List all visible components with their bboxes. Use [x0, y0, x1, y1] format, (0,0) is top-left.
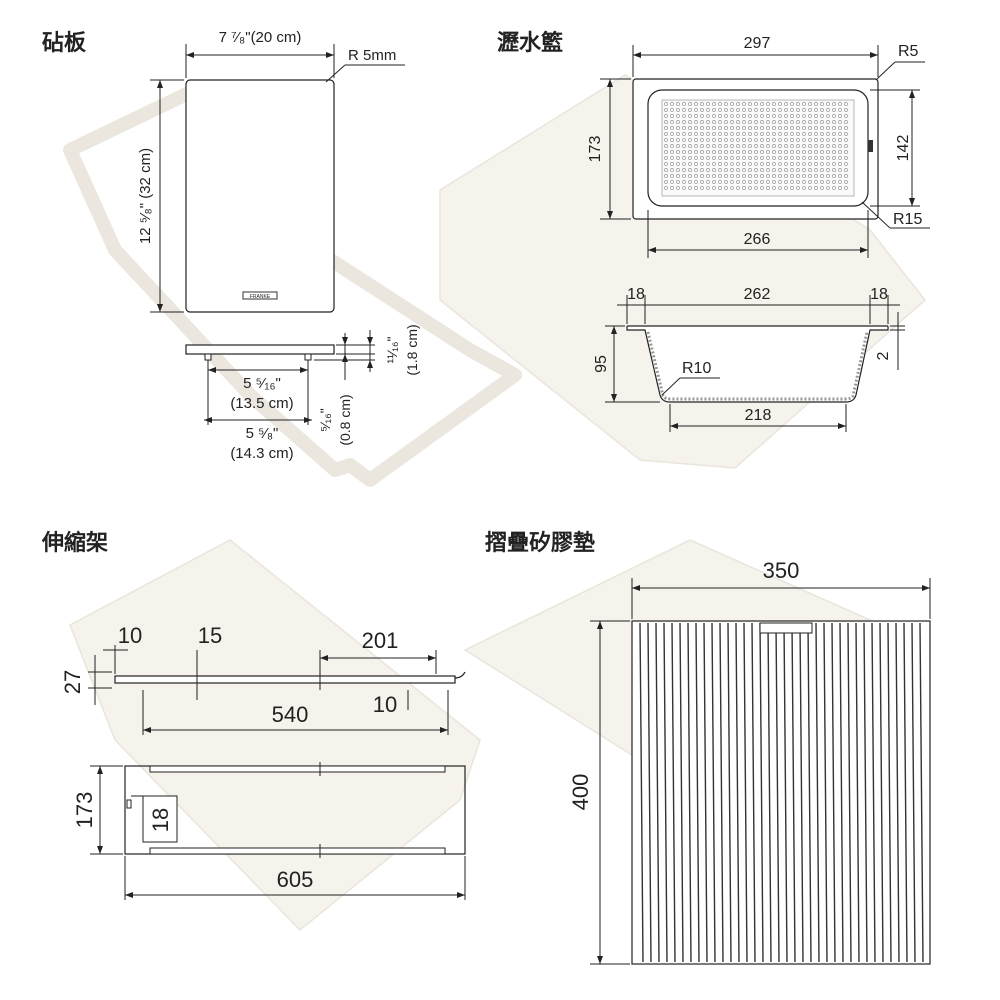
cutting-board-height-label: 12 ⁵⁄₈" (32 cm)	[137, 148, 154, 244]
silicone-mat-section: 摺疊矽膠墊 350 400	[463, 530, 931, 965]
extendable-rack-end-length: 10	[118, 623, 142, 648]
drain-basket-title: 瀝水籃	[497, 30, 563, 56]
drain-basket-outer-width: 297	[744, 35, 771, 52]
cutting-board-body	[185, 79, 335, 313]
brand-logo-text: FRANKE	[250, 294, 271, 300]
silicone-mat-height: 400	[568, 774, 593, 811]
foot-inner-cm: (13.5 cm)	[230, 395, 293, 412]
drain-basket-rim-thickness: 2	[875, 351, 892, 360]
mat-brand-logo	[759, 622, 813, 634]
drain-basket-outer-radius: R5	[898, 43, 919, 60]
extendable-rack-title: 伸縮架	[41, 530, 108, 556]
extendable-rack-section: 伸縮架 10 15 201 27 540 10	[41, 530, 481, 932]
drain-basket-rim-left: 18	[627, 286, 645, 303]
foot-inner-label: 5 ⁵⁄₁₆"	[243, 375, 281, 392]
cutting-board-width-label: 7 ⁷⁄₈"(20 cm)	[219, 29, 302, 46]
extendable-rack-rail-width: 18	[148, 808, 173, 832]
drain-basket-inner-height: 142	[895, 135, 912, 162]
silicone-mat-ridges	[639, 622, 924, 963]
silicone-mat-title: 摺疊矽膠墊	[485, 530, 595, 556]
extendable-rack-length: 540	[272, 702, 309, 727]
thickness-label: ⁵⁄₁₆"	[317, 408, 333, 432]
drain-holes	[664, 102, 848, 190]
total-height-label: ¹¹⁄₁₆"	[384, 336, 400, 363]
drain-basket-bottom-radius: R10	[682, 360, 711, 377]
drain-basket-side-view	[626, 325, 889, 403]
drain-basket-inner-radius: R15	[893, 211, 922, 228]
silicone-mat-body	[631, 620, 931, 965]
extendable-rack-depth: 173	[72, 792, 97, 829]
cutting-board-radius-label: R 5mm	[348, 47, 396, 64]
drain-basket-bottom-width: 218	[745, 407, 772, 424]
drain-basket-inner-width: 266	[744, 231, 771, 248]
foot-outer-cm: (14.3 cm)	[230, 445, 293, 462]
silicone-mat-width: 350	[763, 558, 800, 583]
extendable-rack-max-length: 605	[277, 867, 314, 892]
foot-outer-label: 5 ⁵⁄₈"	[246, 425, 279, 442]
brand-logo	[242, 291, 278, 300]
total-height-cm: (1.8 cm)	[404, 324, 420, 375]
drain-basket-rim-right: 18	[870, 286, 888, 303]
cutting-board-title: 砧板	[42, 30, 87, 56]
drain-basket-depth: 95	[593, 355, 610, 373]
extendable-rack-height: 27	[60, 670, 85, 694]
drain-basket-top-width: 262	[744, 286, 771, 303]
drain-basket-outer-height: 173	[587, 136, 604, 163]
extendable-rack-gap: 10	[373, 692, 397, 717]
cutting-board-section: 砧板 FRANKE 7 ⁷⁄₈"(20 cm) R 5mm 12 ⁵⁄₈" (3…	[42, 29, 522, 487]
drain-basket-section: 瀝水籃 297 R5 173 142 R15 2	[439, 30, 930, 469]
extendable-rack-ghost	[69, 539, 481, 932]
thickness-cm: (0.8 cm)	[337, 394, 353, 445]
extendable-rack-extension: 201	[362, 628, 399, 653]
extendable-rack-inner-offset: 15	[198, 623, 222, 648]
cutting-board-side-view	[185, 344, 335, 355]
extendable-rack-side-view	[114, 675, 456, 684]
